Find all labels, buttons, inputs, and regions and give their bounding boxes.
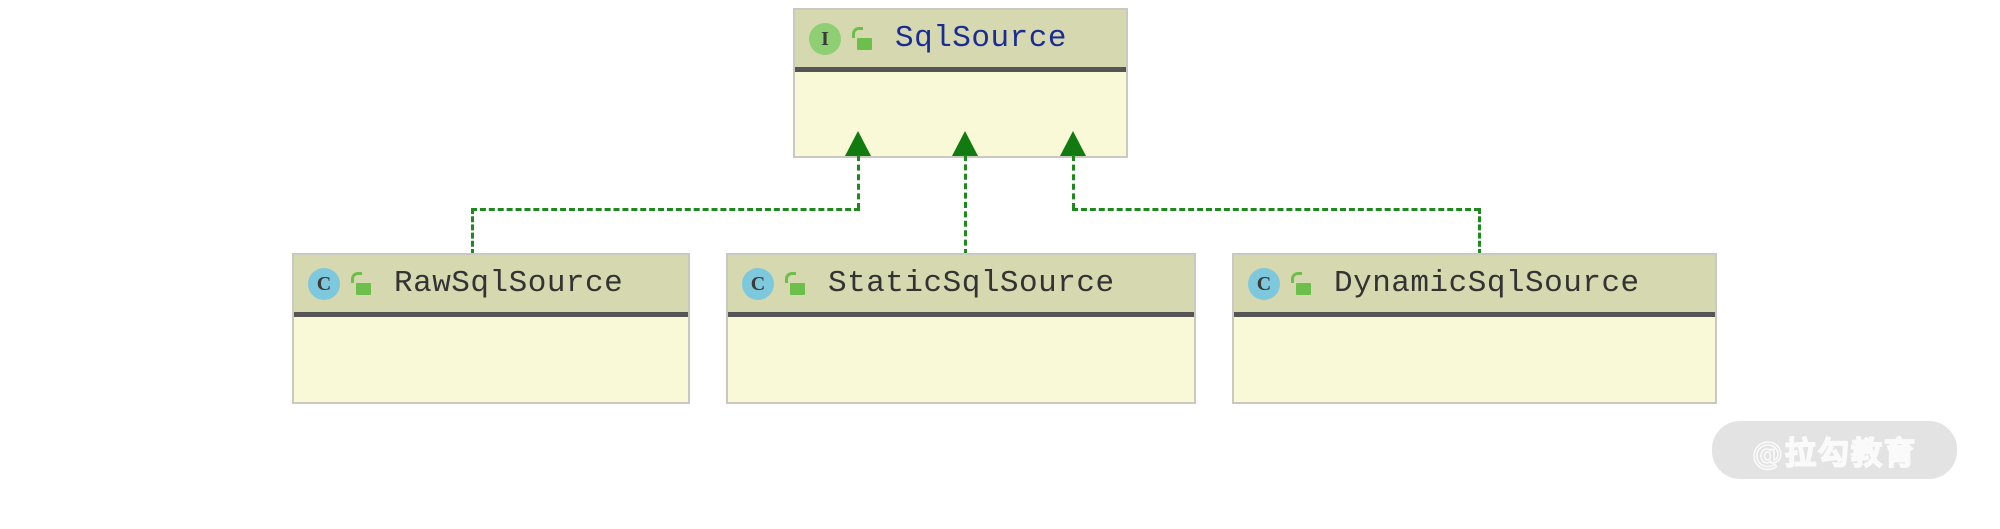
uml-node-body-compartment	[728, 317, 1194, 401]
uml-node-body-compartment	[294, 317, 688, 401]
uml-node-title: StaticSqlSource	[828, 266, 1115, 301]
unlocked-padlock-icon	[350, 271, 372, 296]
realization-edge-rawsqlsource-horizontal	[471, 208, 860, 211]
class-badge-icon: C	[742, 267, 774, 300]
realization-edge-dynamicsqlsource-horizontal	[1072, 208, 1480, 211]
realization-edge-dynamicsqlsource-vertical-upper	[1072, 155, 1075, 209]
realization-edge-rawsqlsource-vertical-upper	[857, 155, 860, 209]
uml-node-header: C StaticSqlSource	[728, 255, 1194, 317]
uml-node-title: RawSqlSource	[394, 266, 624, 301]
realization-edge-dynamicsqlsource-vertical-lower	[1478, 208, 1481, 255]
uml-node-rawsqlsource[interactable]: C RawSqlSource	[292, 253, 690, 404]
uml-node-header: C DynamicSqlSource	[1234, 255, 1715, 317]
class-badge-icon: C	[1248, 267, 1280, 300]
class-badge-icon: C	[308, 267, 340, 300]
uml-node-title: DynamicSqlSource	[1334, 266, 1640, 301]
realization-arrowhead-staticsqlsource	[952, 131, 978, 156]
realization-edge-staticsqlsource-vertical	[964, 155, 967, 255]
uml-node-title: SqlSource	[895, 21, 1067, 56]
interface-badge-icon: I	[809, 22, 841, 55]
uml-node-dynamicsqlsource[interactable]: C DynamicSqlSource	[1232, 253, 1717, 404]
unlocked-padlock-icon	[851, 26, 873, 51]
realization-arrowhead-rawsqlsource	[845, 131, 871, 156]
realization-edge-rawsqlsource-vertical-lower	[471, 208, 474, 255]
uml-node-header: C RawSqlSource	[294, 255, 688, 317]
watermark-badge: @拉勾教育	[1712, 421, 1957, 479]
unlocked-padlock-icon	[784, 271, 806, 296]
unlocked-padlock-icon	[1290, 271, 1312, 296]
uml-node-body-compartment	[1234, 317, 1715, 401]
uml-node-header: I SqlSource	[795, 10, 1126, 72]
realization-arrowhead-dynamicsqlsource	[1060, 131, 1086, 156]
uml-node-staticsqlsource[interactable]: C StaticSqlSource	[726, 253, 1196, 404]
